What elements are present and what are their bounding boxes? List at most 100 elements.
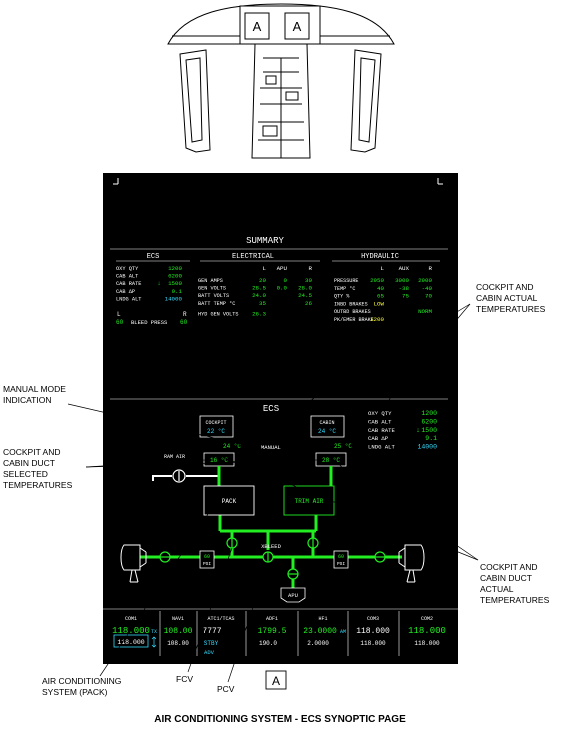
atc-mode[interactable]: STBY <box>204 640 219 647</box>
callout-pcv: PCV <box>217 684 235 694</box>
ram-air-line <box>152 475 172 481</box>
view-marker: A <box>272 674 280 688</box>
apu-box <box>280 587 306 603</box>
com1-active[interactable]: 118.000 <box>112 626 150 636</box>
hf1-active[interactable]: 23.0000 <box>303 627 337 636</box>
svg-text:SELECTED: SELECTED <box>3 469 48 479</box>
com1-swap-arrow-icon[interactable] <box>151 636 157 648</box>
svg-text:AIR CONDITIONING: AIR CONDITIONING <box>42 676 121 686</box>
ecs-right-row-label: LNDG ALT <box>368 444 395 451</box>
cabin-temp-value: 24 °C <box>318 428 336 435</box>
atc-code[interactable]: 7777 <box>202 627 221 636</box>
right-psi-box <box>333 550 349 569</box>
left-psi-box <box>199 550 215 569</box>
nav1-title[interactable]: NAV1 <box>172 616 184 622</box>
com1-standby[interactable]: 118.000 <box>117 639 144 646</box>
summary-hyd-cell: 2900 <box>418 277 432 284</box>
right-seat <box>350 49 382 153</box>
ecs-right-row-label: CAB ΔP <box>368 435 389 442</box>
view-marker-box <box>265 670 287 690</box>
summary-ecs-row-value: 1500 <box>168 280 182 287</box>
trim-air-box <box>283 485 335 516</box>
summary-hyd-cell: 2950 <box>370 277 384 284</box>
ecs-title: ECS <box>263 404 279 414</box>
screen-tick-marks <box>113 178 443 185</box>
summary-hyd-column-header: R <box>429 265 433 272</box>
apu-label: APU <box>288 592 298 599</box>
nav1-standby[interactable]: 108.00 <box>167 640 189 647</box>
radio-bar-dividers <box>159 611 400 656</box>
summary-ecs-row-value: 1200 <box>168 265 182 272</box>
summary-title: SUMMARY <box>246 236 284 246</box>
com3-standby[interactable]: 118.000 <box>360 640 386 647</box>
callout-manual-mode: MANUAL MODE INDICATION <box>3 384 66 405</box>
svg-text:INDICATION: INDICATION <box>3 395 51 405</box>
summary-elec-column-header: L <box>263 265 267 272</box>
display-marker-left: A <box>253 19 262 34</box>
summary-hyd-column-header: L <box>381 265 385 272</box>
display-right <box>284 12 310 40</box>
adf1-title[interactable]: ADF1 <box>266 616 278 622</box>
svg-text:SYSTEM (PACK): SYSTEM (PACK) <box>42 687 108 697</box>
summary-elec-cell: 24.5 <box>298 292 312 299</box>
adf1-standby[interactable]: 190.0 <box>259 640 277 647</box>
com1-title[interactable]: COM1 <box>125 616 137 622</box>
manual-mode-label: MANUAL <box>261 444 281 451</box>
summary-elec-row-label: BATT VOLTS <box>198 293 229 299</box>
summary-ecs-row-value: 9.1 <box>172 288 183 295</box>
glareshield-outline <box>167 3 395 45</box>
xbleed-label: XBLEED <box>261 543 282 550</box>
com2-standby[interactable]: 118.000 <box>414 640 440 647</box>
com3-title[interactable]: COM3 <box>367 616 379 622</box>
callout-duct-selected: COCKPIT AND CABIN DUCT SELECTED TEMPERAT… <box>3 447 73 490</box>
left-seat <box>179 49 211 153</box>
summary-section: SUMMARY ECS ELECTRICAL HYDRAULIC OXY QTY… <box>110 236 448 326</box>
callout-leaders <box>67 303 479 683</box>
hf1-title[interactable]: HF1 <box>318 616 327 622</box>
summary-hyd-row-label: PRESSURE <box>334 278 358 284</box>
right-psi-unit: PSI <box>337 561 345 567</box>
summary-elec-row-label: BATT TEMP °C <box>198 301 235 307</box>
summary-hyd-cell: 70 <box>425 293 432 300</box>
summary-hyd-cell: 3000 <box>395 277 409 284</box>
com1-standby-box[interactable] <box>113 634 149 648</box>
adf1-active[interactable]: 1799.5 <box>258 627 287 636</box>
callout-fcv: FCV <box>176 674 193 684</box>
left-engine-icon <box>120 544 147 583</box>
nav1-active[interactable]: 108.00 <box>164 627 193 636</box>
hf1-standby[interactable]: 2.0000 <box>307 640 329 647</box>
ecs-right-row-label: CAB RATE <box>368 427 395 434</box>
right-engine-icon <box>398 544 425 583</box>
pack-label: PACK <box>222 498 237 505</box>
summary-hyd-cell: 75 <box>402 293 409 300</box>
display-left <box>244 12 270 40</box>
atc-title[interactable]: ATC1/TCAS <box>207 616 234 622</box>
com3-active[interactable]: 118.000 <box>356 627 390 636</box>
left-psi-unit: PSI <box>203 561 211 567</box>
summary-hyd-cell: 1200 <box>370 316 384 323</box>
cockpit-temp-value: 22 °C <box>207 428 225 435</box>
center-panel <box>239 5 321 45</box>
bleed-right-value: 60 <box>180 319 188 326</box>
ecs-right-row-label: CAB ALT <box>368 418 392 425</box>
com1-tx: TX <box>151 629 157 635</box>
down-arrow-icon: ↓ <box>157 280 161 287</box>
summary-ecs-row-label: CAB ΔP <box>116 289 135 295</box>
com2-active[interactable]: 118.000 <box>408 626 446 636</box>
cockpit-duct-temp: 16 °C <box>210 457 228 464</box>
summary-hyd-row-label: INBD BRAKES <box>334 301 368 307</box>
summary-elec-title: ELECTRICAL <box>232 253 274 261</box>
summary-hyd-row-label: PK/EMER BRAKE <box>334 317 374 323</box>
svg-text:COCKPIT AND: COCKPIT AND <box>480 562 537 572</box>
com2-title[interactable]: COM2 <box>421 616 433 622</box>
ecs-right-row-value: 6200 <box>421 418 437 425</box>
summary-elec-column-header: APU <box>277 265 288 272</box>
bleed-right-header: R <box>183 311 187 318</box>
svg-text:TEMPERATURES: TEMPERATURES <box>476 304 546 314</box>
summary-ecs-row-label: LNDG ALT <box>116 296 141 302</box>
